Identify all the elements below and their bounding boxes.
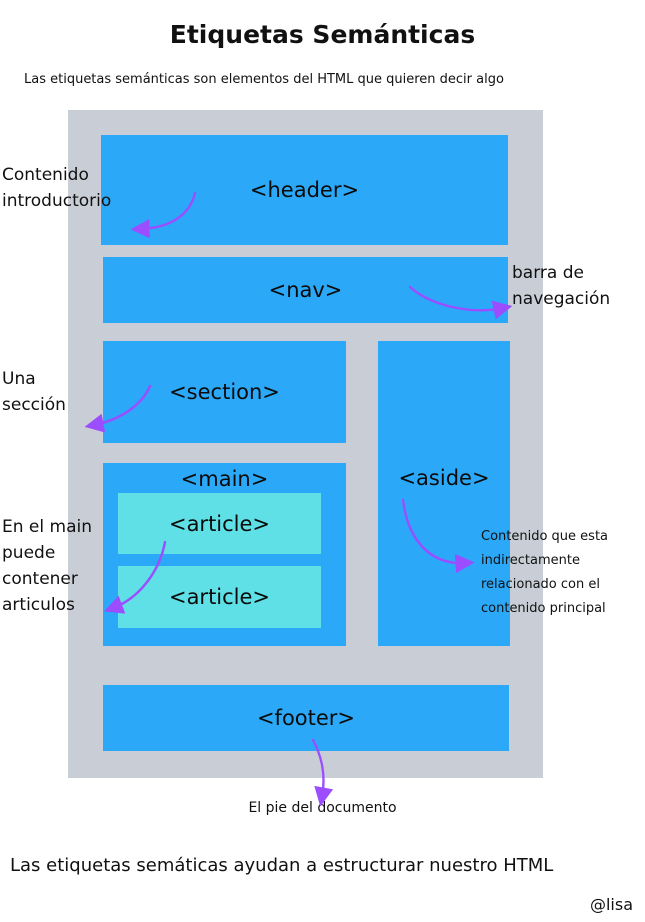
bottom-summary-text: Las etiquetas semáticas ayudan a estruct…: [10, 855, 554, 876]
section-tag-label: <section>: [169, 380, 280, 404]
article-box-1: <article>: [118, 493, 321, 554]
section-box: <section>: [103, 341, 346, 443]
aside-tag-label: <aside>: [398, 466, 490, 490]
page-title: Etiquetas Semánticas: [169, 20, 476, 49]
main-note: En el main puede contener articulos: [2, 517, 92, 615]
aside-box: <aside>: [378, 341, 510, 646]
section-note: Una sección: [2, 369, 66, 415]
header-box: <header>: [101, 135, 508, 245]
header-tag-label: <header>: [249, 178, 360, 202]
author-signature: @lisa: [589, 895, 633, 914]
main-tag-label: <main>: [180, 467, 269, 491]
article-tag-label-2: <article>: [168, 585, 271, 609]
footer-tag-label: <footer>: [256, 706, 356, 730]
aside-note: Contenido que esta indirectamente relaci…: [481, 529, 609, 616]
nav-tag-label: <nav>: [268, 278, 343, 302]
footer-box: <footer>: [103, 685, 509, 751]
article-box-2: <article>: [118, 566, 321, 628]
article-tag-label-1: <article>: [168, 511, 271, 536]
nav-note: barra de navegación: [512, 263, 611, 309]
footer-note: El pie del documento: [248, 800, 397, 816]
header-note: Contenido introductorio: [2, 165, 112, 211]
nav-box: <nav>: [103, 257, 508, 323]
page-subtitle: Las etiquetas semánticas son elementos d…: [24, 72, 504, 87]
